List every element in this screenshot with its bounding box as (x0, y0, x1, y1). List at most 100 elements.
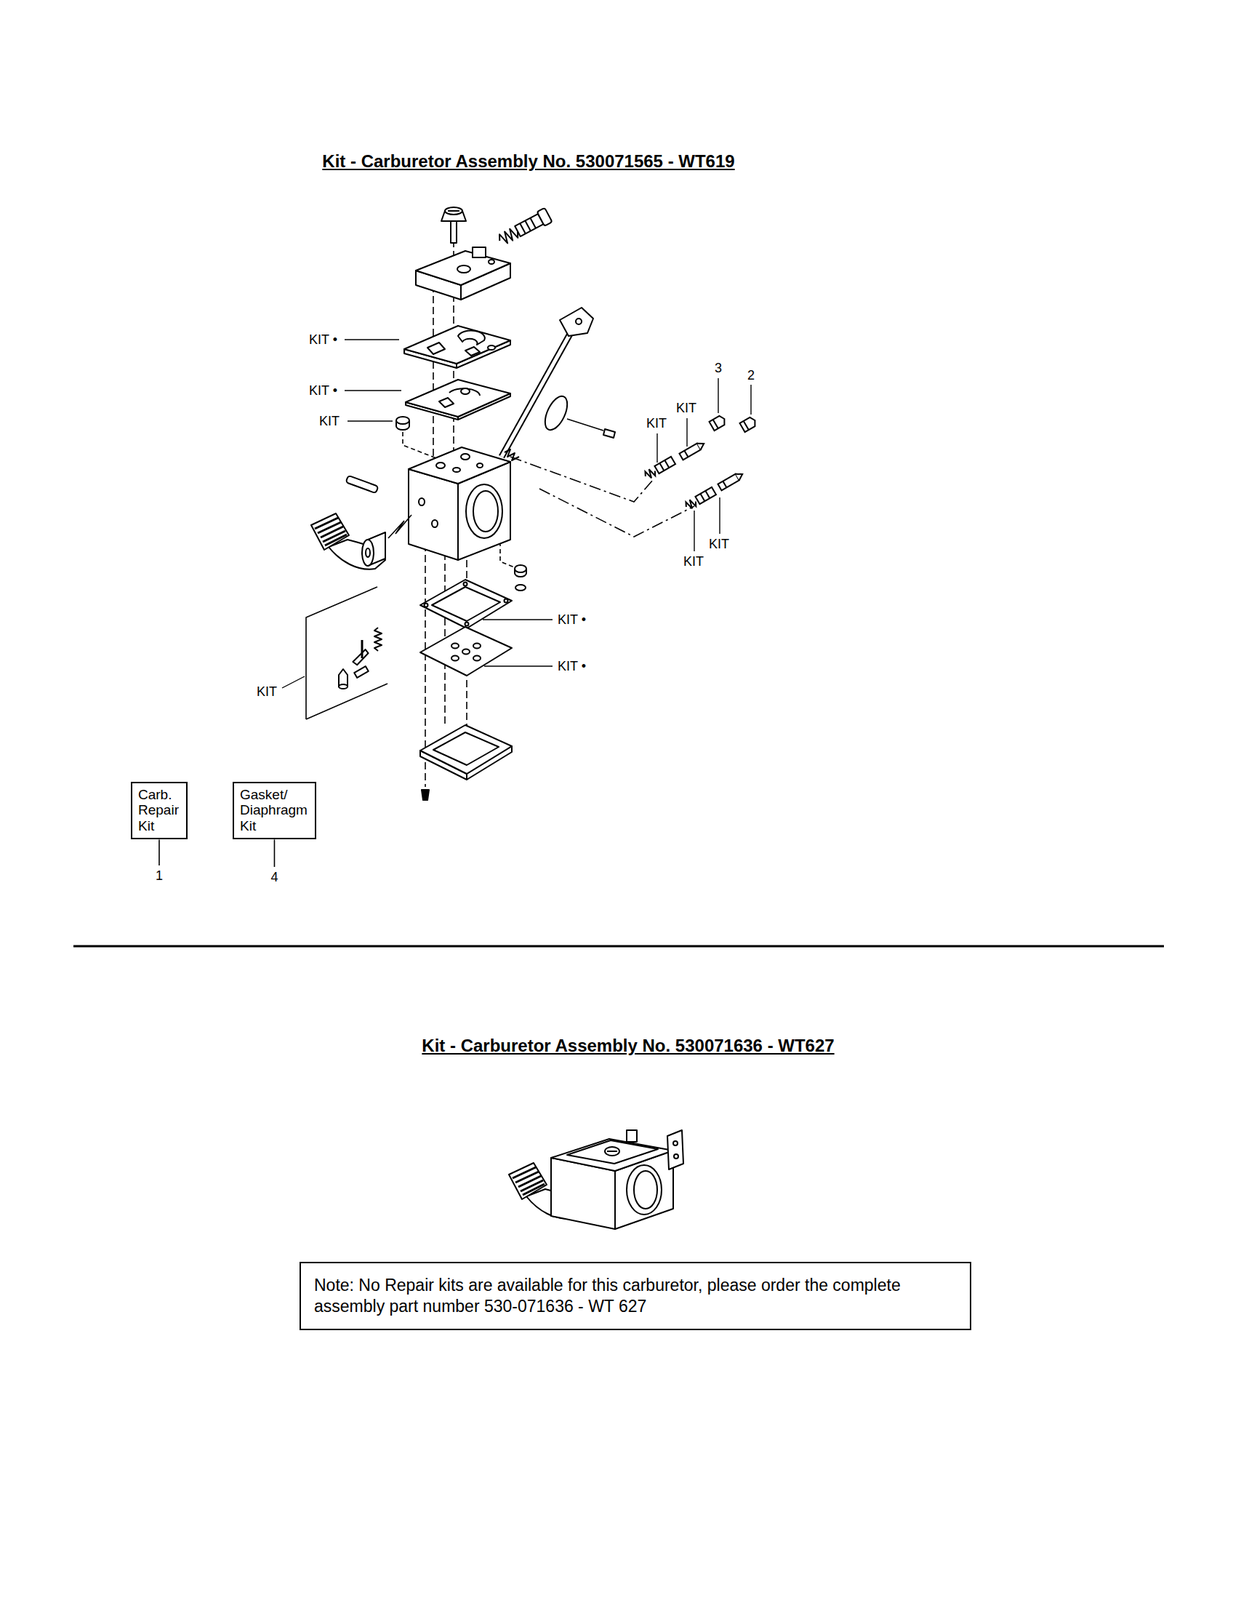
mixture-needle (722, 481, 727, 488)
callout-number: 3 (714, 360, 722, 376)
pump-cover (495, 207, 552, 248)
carburetor-body (452, 467, 461, 472)
leader-line (750, 384, 751, 415)
pump-cover (444, 207, 463, 215)
inlet-needle-lever (374, 627, 382, 651)
inlet-needle-lever (306, 586, 388, 720)
lower-gasket (465, 622, 469, 626)
kit-box: Carb. Repair Kit (130, 781, 188, 839)
mixture-needle (643, 414, 758, 511)
upper-diaphragm (405, 379, 511, 417)
throttle-shaft (501, 328, 573, 457)
pump-cover (519, 223, 526, 234)
inlet-needle-lever (306, 683, 388, 720)
box-text: Carb. Repair Kit (138, 786, 179, 834)
throttle-shaft (501, 328, 573, 457)
leader-line (347, 420, 393, 421)
kit-label: KIT (319, 413, 340, 429)
dashed-guide (432, 284, 435, 466)
upper-gasket (427, 342, 445, 355)
carburetor-body (460, 453, 470, 460)
leader-line (158, 838, 160, 866)
upper-gasket (404, 325, 511, 364)
leader-line (484, 665, 553, 666)
check-valve-cap (396, 416, 410, 424)
inlet-needle-lever (338, 684, 348, 689)
pump-cover (415, 207, 553, 300)
carburetor-body (431, 519, 438, 528)
kit-label: KIT • (557, 612, 586, 627)
choke-lever (314, 517, 339, 529)
kit-label: KIT • (308, 383, 338, 398)
mixture-needle (743, 420, 749, 430)
lower-diaphragm (420, 626, 512, 676)
carburetor-body (436, 462, 445, 469)
kit-label: KIT • (557, 658, 586, 674)
choke-lever (362, 539, 374, 566)
mixture-needle (740, 415, 758, 432)
mixture-needle (695, 487, 717, 504)
diaphragm-cover (433, 732, 499, 765)
leader-line (482, 618, 553, 620)
kit-label: KIT (676, 400, 697, 416)
leader-line (344, 389, 402, 391)
lower-gasket (424, 603, 429, 608)
carburetor-body (466, 484, 503, 538)
throttle-shaft (559, 307, 594, 336)
leader-line (274, 838, 276, 867)
carburetor-assembly (626, 1164, 662, 1215)
carburetor-assembly (626, 1129, 637, 1142)
mixture-needle (709, 414, 728, 431)
choke-lever (317, 521, 341, 533)
upper-diaphragm (405, 379, 511, 420)
dashed-guide (402, 424, 437, 459)
dashed-guide (539, 488, 695, 537)
kit-label: KIT (646, 415, 667, 431)
lower-diaphragm (420, 626, 512, 676)
carburetor-assembly (673, 1140, 678, 1146)
choke-lever (324, 534, 347, 546)
leader-line (656, 433, 658, 463)
mixture-needle (684, 487, 717, 511)
lower-gasket (431, 586, 501, 621)
mixture-needle (643, 466, 658, 480)
mixture-needle (705, 490, 710, 498)
carburetor-assembly (607, 1150, 618, 1152)
pump-cover (537, 207, 553, 227)
carburetor-body (408, 468, 459, 560)
inlet-needle-lever (354, 665, 369, 678)
carburetor-assembly (604, 1146, 620, 1156)
mixture-needle (654, 456, 676, 474)
upper-gasket (404, 325, 511, 368)
box-text: Note: No Repair kits are available for t… (314, 1274, 957, 1317)
upper-gasket (458, 330, 485, 345)
pump-cover (457, 265, 471, 273)
mixture-needle (709, 414, 728, 431)
carburetor-body (346, 475, 379, 493)
pump-cover (529, 218, 536, 229)
carburetor-assembly (551, 1129, 684, 1229)
lower-diaphragm (451, 643, 459, 649)
carburetor-assembly (667, 1129, 684, 1170)
mixture-needle (684, 450, 688, 458)
callout-number: 4 (270, 869, 278, 885)
section-title: Kit - Carburetor Assembly No. 530071565 … (322, 151, 735, 172)
carburetor-body (408, 447, 511, 484)
kit-label: KIT (683, 553, 704, 569)
mixture-needle (697, 440, 706, 451)
pump-cover (450, 221, 457, 243)
lower-gasket (420, 579, 512, 629)
mixture-needle (684, 497, 698, 511)
mixture-needle (679, 443, 701, 461)
fuel-inlet (514, 564, 527, 573)
throttle-shaft (575, 318, 582, 325)
kit-label: KIT (708, 536, 730, 552)
callout-number: 1 (155, 868, 163, 883)
mixture-needle (735, 471, 745, 481)
carburetor-body (473, 490, 498, 532)
direction-mark (388, 514, 412, 538)
carburetor-assembly (567, 1139, 658, 1164)
box-text: Gasket/ Diaphragm Kit (239, 786, 308, 834)
leader-line (693, 510, 695, 552)
lower-gasket (504, 599, 509, 603)
